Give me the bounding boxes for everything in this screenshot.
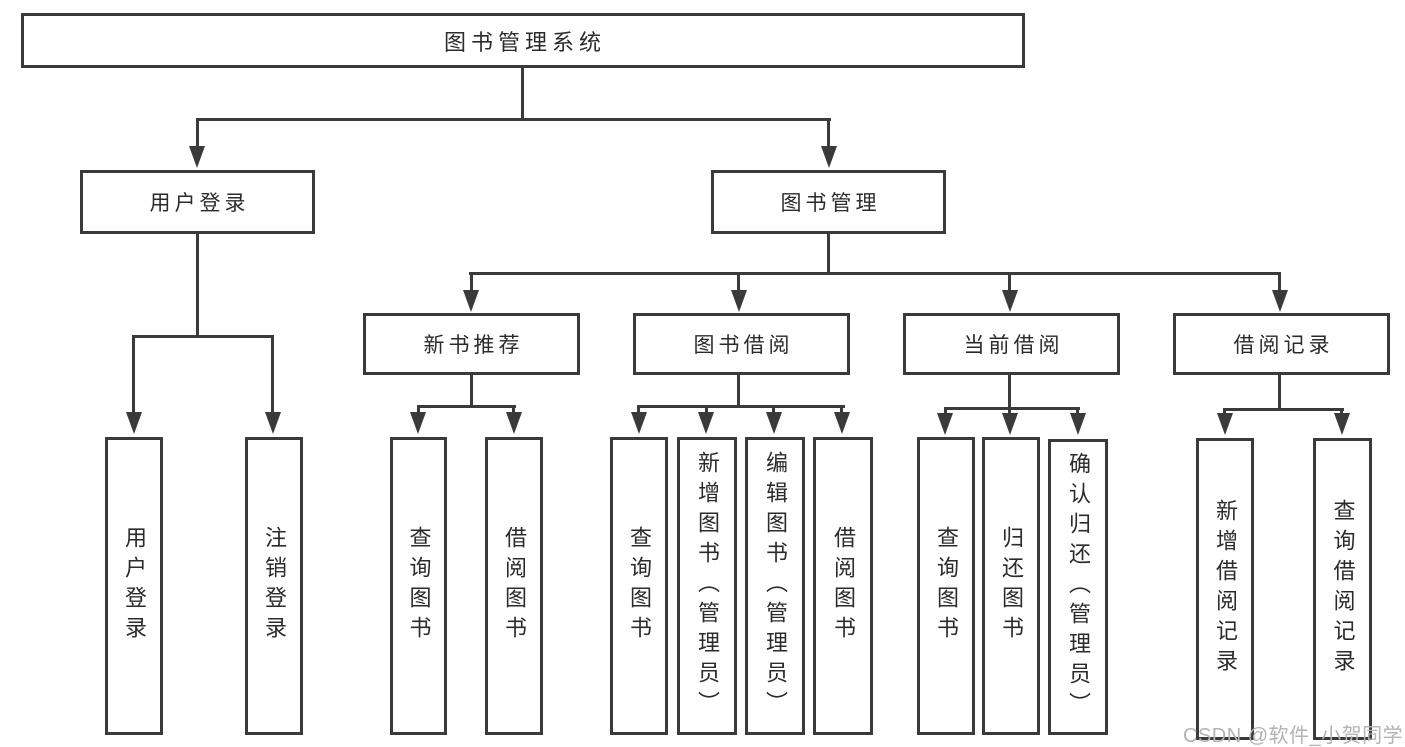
- leaf-query-books-2: 查询图书: [610, 437, 668, 735]
- leaf-query-borrow-record: 查询借阅记录: [1313, 438, 1372, 740]
- arrowhead-to-current: [1002, 290, 1018, 312]
- edge-root-hline: [196, 118, 831, 121]
- node-current-borrowing: 当前借阅: [903, 313, 1120, 375]
- arrowhead-to-new-books: [463, 290, 479, 312]
- leaf-borrow-books-1: 借阅图书: [485, 437, 543, 735]
- arrowhead: [766, 412, 782, 434]
- arrowhead-to-user-login: [189, 146, 205, 168]
- edge-leaf-vline: [840, 405, 843, 414]
- leaf-return-books: 归还图书: [982, 437, 1040, 735]
- node-user-login: 用户登录: [80, 170, 315, 234]
- edge-leaf-vline: [944, 407, 947, 414]
- arrowhead: [1070, 413, 1086, 435]
- arrowhead: [834, 412, 850, 434]
- arrowhead: [1002, 413, 1018, 435]
- node-borrowing-records: 借阅记录: [1173, 313, 1390, 375]
- edge-to-records-vline: [1278, 272, 1281, 292]
- edge-new-books-vline: [470, 375, 473, 405]
- edge-to-user-login-vline: [196, 118, 199, 148]
- arrowhead: [1217, 413, 1233, 435]
- arrowhead-to-borrowing: [731, 290, 747, 312]
- leaf-query-books-1: 查询图书: [390, 437, 447, 735]
- arrowhead: [937, 413, 953, 435]
- node-root: 图书管理系统: [21, 13, 1025, 68]
- edge-borrowing-hline: [637, 405, 845, 408]
- edge-current-vline: [1008, 375, 1011, 407]
- leaf-borrow-books-2: 借阅图书: [813, 437, 873, 735]
- leaf-query-books-3: 查询图书: [917, 437, 975, 735]
- edge-leaf-vline: [772, 405, 775, 414]
- edge-user-login-vline: [196, 234, 199, 335]
- edge-leaf-vline: [512, 405, 515, 414]
- csdn-watermark: CSDN @软件_小贺同学: [1183, 725, 1404, 747]
- arrowhead: [698, 412, 714, 434]
- edge-records-hline: [1223, 408, 1344, 411]
- leaf-confirm-return-admin: 确认归还（管理员）: [1048, 439, 1108, 735]
- edge-leaf-vline: [1340, 408, 1343, 414]
- edge-book-mgmt-vline: [827, 234, 830, 272]
- edge-new-books-hline: [417, 405, 516, 408]
- leaf-add-books-admin: 新增图书（管理员）: [677, 437, 737, 735]
- arrowhead: [410, 412, 426, 434]
- edge-records-vline: [1278, 375, 1281, 408]
- arrowhead: [631, 412, 647, 434]
- leaf-add-borrow-record: 新增借阅记录: [1196, 438, 1254, 740]
- arrowhead: [1334, 413, 1350, 435]
- edge-leaf-vline: [1076, 407, 1079, 414]
- edge-to-borrowing-vline: [737, 272, 740, 292]
- edge-current-hline: [944, 407, 1080, 410]
- edge-leaf-vline: [417, 405, 420, 414]
- edge-book-mgmt-hline: [469, 272, 1281, 275]
- node-book-borrowing: 图书借阅: [633, 313, 850, 375]
- leaf-edit-books-admin: 编辑图书（管理员）: [745, 437, 805, 735]
- edge-borrowing-vline: [737, 375, 740, 405]
- edge-user-login-hline: [132, 335, 274, 338]
- node-new-book-recommend: 新书推荐: [363, 313, 580, 375]
- edge-to-new-books-vline: [470, 272, 473, 292]
- arrowhead-to-records: [1272, 290, 1288, 312]
- edge-to-current-vline: [1008, 272, 1011, 292]
- node-book-mgmt: 图书管理: [711, 170, 946, 234]
- arrowhead: [126, 412, 142, 434]
- arrowhead: [265, 412, 281, 434]
- arrowhead: [506, 412, 522, 434]
- leaf-logout: 注销登录: [245, 437, 303, 735]
- arrowhead-to-book-mgmt: [821, 146, 837, 168]
- edge-leaf-vline: [132, 335, 135, 413]
- edge-root-vline: [521, 68, 524, 118]
- edge-leaf-vline: [271, 335, 274, 413]
- edge-leaf-vline: [1223, 408, 1226, 414]
- edge-leaf-vline: [705, 405, 708, 414]
- edge-to-book-mgmt-vline: [827, 118, 830, 148]
- edge-leaf-vline: [1008, 407, 1011, 414]
- edge-leaf-vline: [637, 405, 640, 414]
- leaf-user-login: 用户登录: [105, 437, 163, 735]
